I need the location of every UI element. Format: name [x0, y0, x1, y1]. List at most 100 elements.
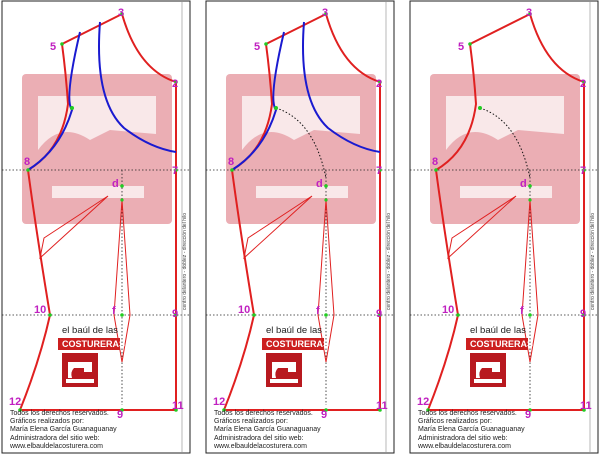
label-p7: 7 [580, 165, 586, 177]
fold-direction-text: centro delantero - doblez - dirección de… [182, 213, 188, 310]
credit-line: Administradora del sitio web: [214, 434, 304, 442]
credit-line: Todos los derechos reservados. [214, 410, 313, 417]
point-curve-start [70, 106, 74, 110]
label-p7: 7 [376, 165, 382, 177]
point-p9a [174, 313, 178, 317]
pattern-outline [426, 12, 585, 411]
credits-block: Todos los derechos reservados.Gráficos r… [214, 410, 394, 451]
label-p12: 12 [9, 396, 21, 408]
label-p5: 5 [50, 41, 56, 53]
credit-line: Gráficos realizados por: [214, 418, 288, 426]
point-p11 [174, 408, 178, 412]
point-pf [120, 313, 124, 317]
credit-line: María Elena García Guanaguanay [418, 426, 525, 434]
watermark-base [460, 186, 552, 198]
sewing-machine-base [66, 379, 94, 383]
label-p3: 3 [526, 7, 532, 19]
label-p7: 7 [172, 165, 178, 177]
label-p2: 2 [172, 78, 178, 90]
brand-line-1: el baúl de las [470, 325, 526, 336]
panel-frame [205, 0, 395, 454]
point-dart-top [120, 198, 124, 202]
label-p8: 8 [24, 156, 30, 168]
credit-line: www.elbauldelacosturera.com [10, 442, 103, 450]
sewing-machine-base [270, 379, 298, 383]
watermark-band [446, 96, 564, 110]
point-p9a [378, 313, 382, 317]
point-p10 [252, 313, 256, 317]
label-p11: 11 [172, 400, 184, 412]
brand-line-2: COSTURERAS [470, 339, 533, 349]
label-p5: 5 [254, 41, 260, 53]
sewing-machine-base [474, 379, 502, 383]
point-p5 [264, 42, 268, 46]
label-p9b: 9 [525, 409, 531, 421]
label-p9a: 9 [580, 308, 586, 320]
watermark-machine-shape [446, 110, 564, 150]
brand-banner [262, 338, 324, 350]
label-pd: d [316, 178, 323, 190]
label-p9b: 9 [117, 409, 123, 421]
point-dart-top [528, 198, 532, 202]
side-dart [447, 195, 517, 260]
point-p5 [60, 42, 64, 46]
credit-line: Administradora del sitio web: [10, 434, 100, 442]
label-p9a: 9 [376, 308, 382, 320]
point-p8 [230, 168, 234, 172]
point-p10 [48, 313, 52, 317]
label-p3: 3 [118, 7, 124, 19]
point-p8 [26, 168, 30, 172]
label-p2: 2 [376, 78, 382, 90]
point-p9b [528, 408, 532, 412]
point-p7 [174, 168, 178, 172]
waist-dart [113, 199, 131, 363]
label-p12: 12 [213, 396, 225, 408]
credit-line: María Elena García Guanaguanay [214, 426, 321, 434]
label-p10: 10 [442, 304, 454, 316]
sewing-machine-body [476, 362, 500, 378]
point-p5 [468, 42, 472, 46]
brand-banner [466, 338, 528, 350]
credit-line: Todos los derechos reservados. [10, 410, 109, 417]
label-pf: f [316, 305, 320, 317]
watermark-logo [22, 74, 172, 224]
point-p9a [582, 313, 586, 317]
dotted-arc [275, 107, 327, 179]
point-pf [324, 313, 328, 317]
point-p11 [582, 408, 586, 412]
label-p9b: 9 [321, 409, 327, 421]
point-pd [120, 184, 124, 188]
label-p11: 11 [376, 400, 388, 412]
label-p3: 3 [322, 7, 328, 19]
credit-line: Todos los derechos reservados. [418, 410, 517, 417]
credit-line: Administradora del sitio web: [418, 434, 508, 442]
sewing-machine-icon [62, 353, 98, 387]
point-p9b [324, 408, 328, 412]
point-curve-start [274, 106, 278, 110]
point-p8 [434, 168, 438, 172]
label-pd: d [520, 178, 527, 190]
watermark-logo [226, 74, 376, 224]
sewing-machine-icon [266, 353, 302, 387]
point-p3 [528, 12, 532, 16]
princess-curve-right [302, 21, 381, 153]
label-p2: 2 [580, 78, 586, 90]
credit-line: www.elbauldelacosturera.com [214, 442, 307, 450]
point-curve-start [478, 106, 482, 110]
sewing-machine-body [272, 362, 296, 378]
fold-direction-text: centro delantero - doblez - dirección de… [590, 213, 596, 310]
point-p10 [456, 313, 460, 317]
point-p3 [120, 12, 124, 16]
panel-frame [409, 0, 599, 454]
credits-block: Todos los derechos reservados.Gráficos r… [418, 410, 598, 451]
panel-frame [1, 0, 191, 454]
point-p7 [378, 168, 382, 172]
side-dart [243, 195, 313, 260]
point-pf [528, 313, 532, 317]
